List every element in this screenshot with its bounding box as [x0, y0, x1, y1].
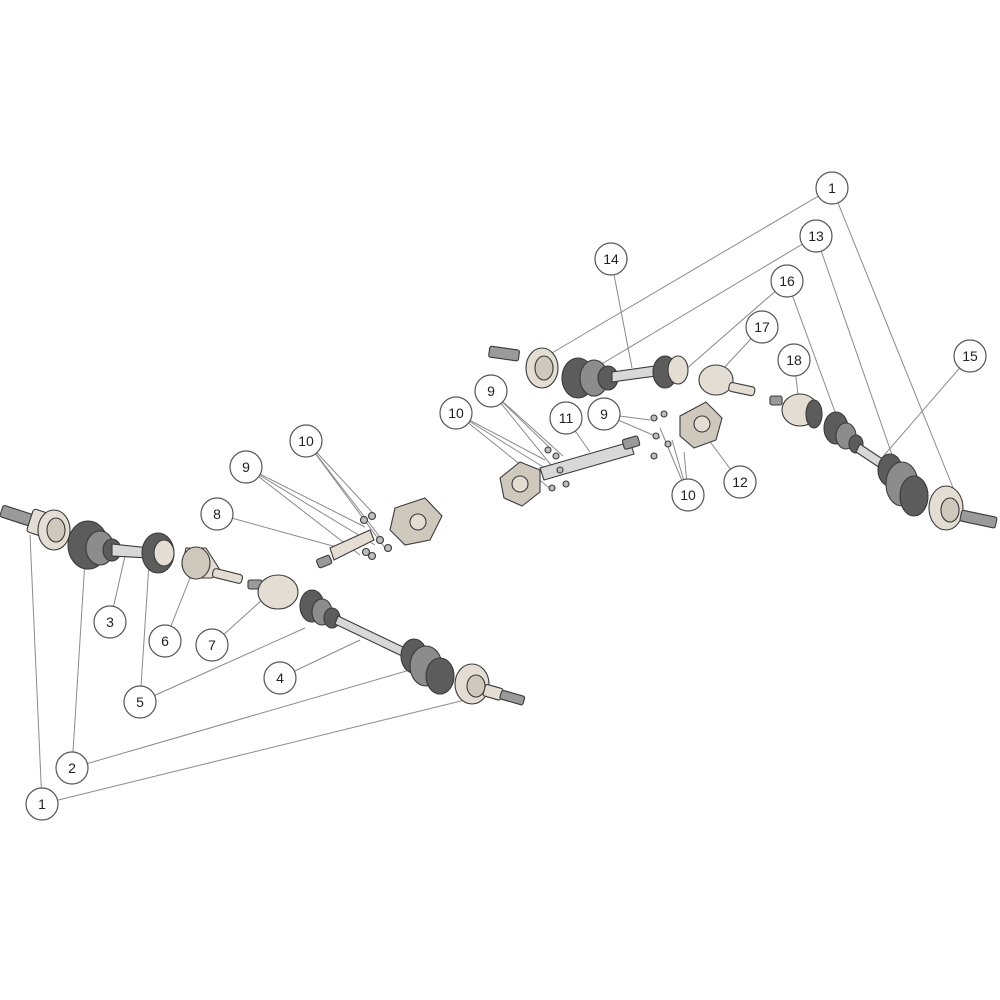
center-shaft-11: [499, 435, 641, 507]
callout-10-right-b: 10: [671, 478, 705, 512]
tripod-housing-17: [698, 364, 756, 397]
callouts: 1 2 3 4 5 6 7 8 9 10 1 13 16 17 18 14 15…: [25, 171, 987, 821]
boot-center-right: [823, 411, 864, 454]
callout-2: 2: [55, 751, 89, 785]
callout-16: 16: [770, 264, 804, 298]
callout-7: 7: [195, 628, 229, 662]
leader-lines: [29, 187, 971, 805]
svg-text:3: 3: [106, 614, 114, 630]
callout-17: 17: [745, 310, 779, 344]
callout-3: 3: [93, 605, 127, 639]
svg-text:9: 9: [242, 459, 250, 475]
boot-center-left: [299, 589, 341, 629]
svg-text:5: 5: [136, 694, 144, 710]
callout-4: 4: [263, 661, 297, 695]
boot-13: [561, 357, 619, 399]
callout-8: 8: [200, 497, 234, 531]
svg-text:6: 6: [161, 633, 169, 649]
svg-text:14: 14: [603, 251, 619, 267]
callout-9-right-a: 9: [474, 374, 508, 408]
left-driveshaft-assembly: [0, 497, 526, 706]
callout-1-right: 1: [815, 171, 849, 205]
callout-5: 5: [123, 685, 157, 719]
callout-1-left: 1: [25, 787, 59, 821]
shaft-14: [611, 365, 657, 383]
inner-joint-7: [257, 574, 299, 610]
flange-12: [650, 401, 723, 460]
svg-text:1: 1: [828, 180, 836, 196]
boot-13-right: [877, 453, 929, 517]
callout-13: 13: [799, 219, 833, 253]
callout-6: 6: [148, 624, 182, 658]
callout-11: 11: [549, 401, 583, 435]
svg-text:10: 10: [298, 433, 314, 449]
callout-10-right-a: 10: [439, 396, 473, 430]
tripod-housing-6: [181, 546, 244, 584]
svg-text:4: 4: [276, 670, 284, 686]
svg-text:9: 9: [600, 406, 608, 422]
svg-text:9: 9: [487, 383, 495, 399]
svg-text:13: 13: [808, 228, 824, 244]
callout-12: 12: [723, 465, 757, 499]
callout-9-left: 9: [229, 450, 263, 484]
flange-shaft-8: [316, 497, 443, 569]
callout-15: 15: [953, 339, 987, 373]
svg-text:7: 7: [208, 637, 216, 653]
svg-text:15: 15: [962, 348, 978, 364]
right-driveshaft-assembly: [488, 345, 998, 531]
svg-text:8: 8: [213, 506, 221, 522]
svg-text:10: 10: [448, 405, 464, 421]
callout-9-right-b: 9: [587, 397, 621, 431]
boot-outer-right-left-assembly: [400, 638, 455, 695]
shaft-4: [334, 615, 406, 657]
svg-text:17: 17: [754, 319, 770, 335]
svg-text:2: 2: [68, 760, 76, 776]
svg-text:10: 10: [680, 487, 696, 503]
svg-text:1: 1: [38, 796, 46, 812]
svg-text:16: 16: [779, 273, 795, 289]
svg-text:11: 11: [559, 410, 574, 426]
svg-text:18: 18: [786, 352, 802, 368]
svg-text:12: 12: [732, 474, 748, 490]
callout-10-left: 10: [289, 424, 323, 458]
callout-14: 14: [594, 242, 628, 276]
callout-18: 18: [777, 343, 811, 377]
